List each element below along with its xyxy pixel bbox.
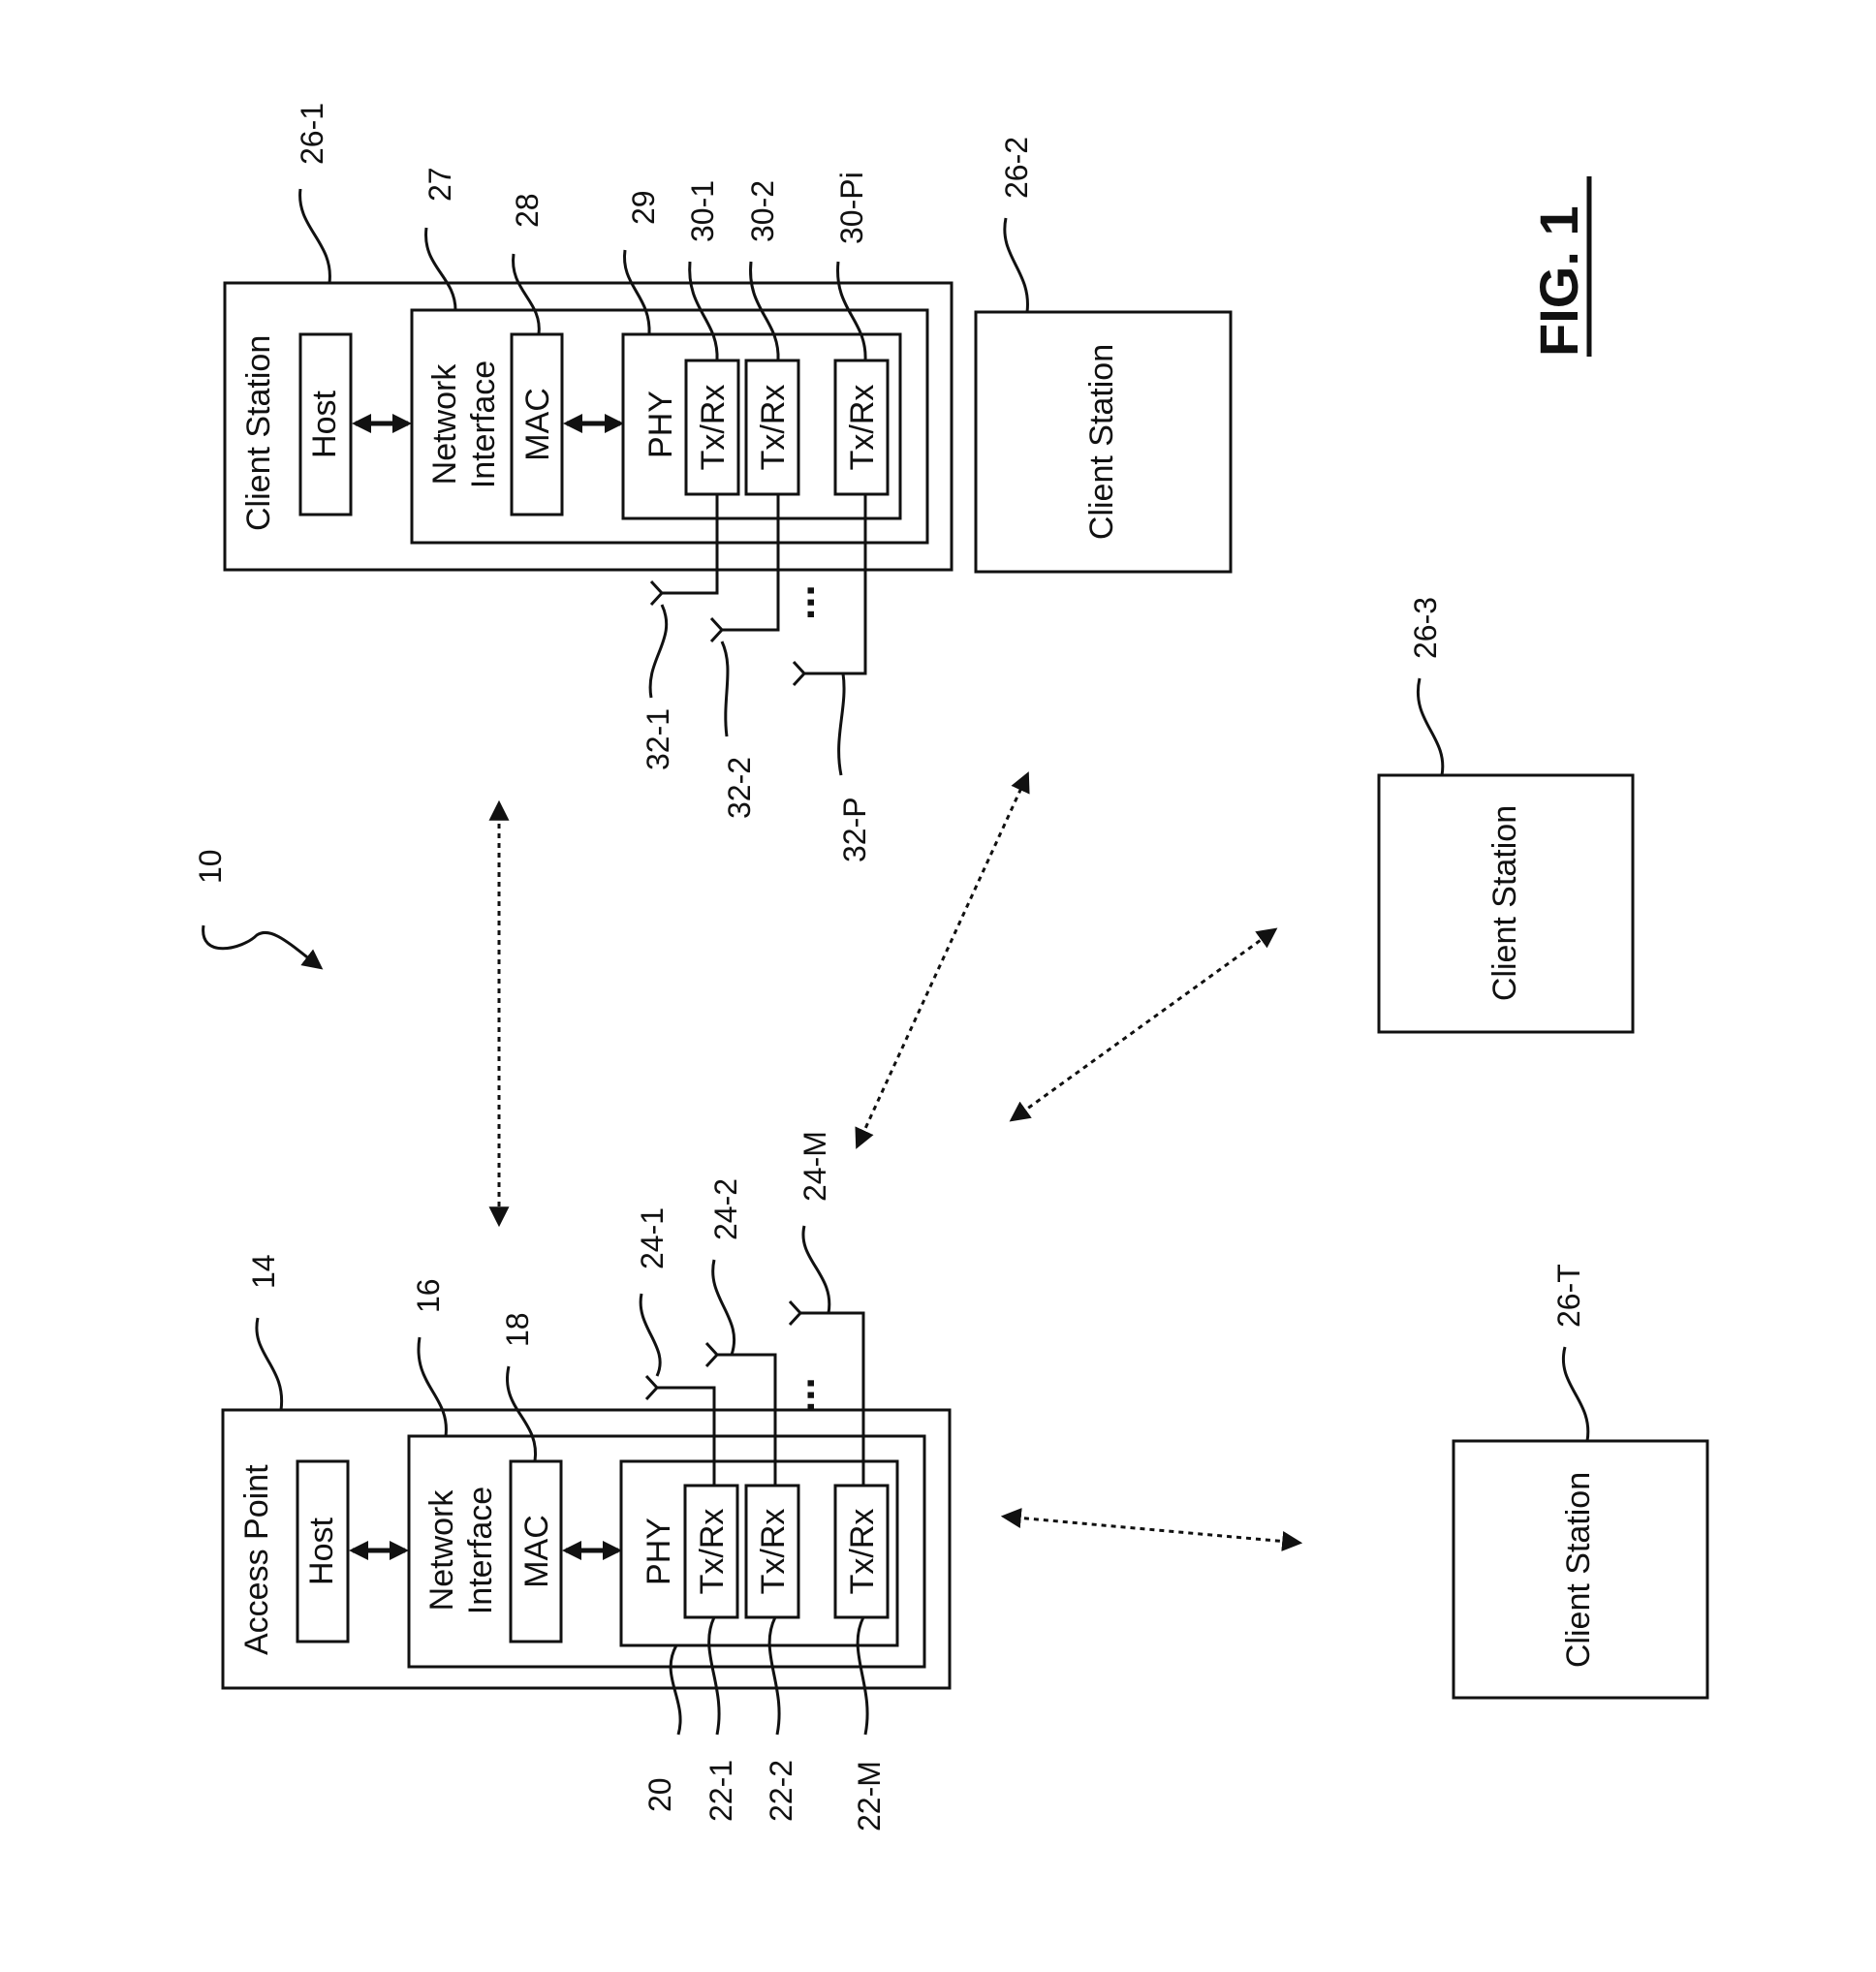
ref-28: 28 xyxy=(510,193,545,228)
leader-18 xyxy=(507,1366,535,1461)
ref-29: 29 xyxy=(626,190,661,225)
leader-32-2 xyxy=(722,642,728,736)
client-station-1-network-interface-line2: Interface xyxy=(465,360,502,488)
client-station-26-t: Client Station 26-T xyxy=(1454,1264,1707,1698)
ref-26-3: 26-3 xyxy=(1408,597,1443,659)
client-station-1-antenna-2-wire xyxy=(722,494,778,630)
ref-30-1: 30-1 xyxy=(685,180,720,242)
client-station-1-antenna-1-icon xyxy=(651,581,662,605)
leader-16 xyxy=(419,1337,446,1436)
client-station-1-reference-labels: 26-1 27 28 29 30-1 30-2 30-Pi 32-1 32-2 … xyxy=(295,103,872,862)
client-station-1-network-interface-line1: Network xyxy=(426,363,463,485)
client-station-1-txrx-1-label: Tx/Rx xyxy=(695,385,732,471)
leader-26-t xyxy=(1563,1347,1587,1441)
ref-32-p: 32-P xyxy=(837,797,872,862)
link-ap-to-client-t xyxy=(1005,1517,1298,1543)
ref-27: 27 xyxy=(422,167,457,202)
ref-30-pi: 30-Pi xyxy=(834,172,869,244)
leader-22-2 xyxy=(769,1617,779,1735)
ref-24-m: 24-M xyxy=(797,1131,832,1202)
client-station-2-label: Client Station xyxy=(1083,344,1120,540)
ref-10: 10 xyxy=(193,849,228,884)
client-station-1-antenna-p-wire xyxy=(804,494,865,673)
ref-14: 14 xyxy=(246,1254,281,1289)
access-point-title: Access Point xyxy=(238,1464,275,1655)
ref-32-1: 32-1 xyxy=(641,708,675,770)
access-point-network-interface-line2: Interface xyxy=(462,1487,499,1614)
leader-24-1 xyxy=(641,1294,660,1376)
ref-30-2: 30-2 xyxy=(745,180,780,242)
ref-22-2: 22-2 xyxy=(764,1760,798,1822)
ref-24-1: 24-1 xyxy=(635,1207,670,1269)
access-point-antenna-m-icon xyxy=(790,1301,800,1325)
client-station-1-antenna-ellipsis: ... xyxy=(776,584,824,620)
link-ap-to-client-2 xyxy=(858,775,1027,1145)
leader-26-3 xyxy=(1418,678,1442,775)
leader-10 xyxy=(203,925,320,967)
client-station-1-txrx-p-label: Tx/Rx xyxy=(844,385,881,471)
access-point-phy-label: PHY xyxy=(641,1518,677,1585)
access-point-mac-label: MAC xyxy=(518,1515,555,1588)
client-station-1-antenna-p-icon xyxy=(794,662,804,685)
client-station-26-2: Client Station 26-2 xyxy=(976,137,1231,572)
client-station-26-3: Client Station 26-3 xyxy=(1379,597,1633,1032)
leader-29 xyxy=(624,250,649,334)
ref-24-2: 24-2 xyxy=(708,1178,743,1240)
ref-26-t: 26-T xyxy=(1551,1264,1586,1328)
client-station-1-phy-label: PHY xyxy=(642,391,679,458)
leader-22-1 xyxy=(709,1617,719,1735)
access-point-host-label: Host xyxy=(303,1517,340,1584)
access-point-antenna-ellipsis: ... xyxy=(776,1377,824,1413)
leader-32-1 xyxy=(650,605,667,698)
access-point-txrx-2-label: Tx/Rx xyxy=(755,1509,792,1595)
access-point-txrx-m-label: Tx/Rx xyxy=(844,1509,881,1595)
ref-26-1: 26-1 xyxy=(295,103,329,165)
leader-32-p xyxy=(839,673,844,775)
client-station-1-title: Client Station xyxy=(240,335,277,531)
access-point-network-interface-line1: Network xyxy=(423,1489,460,1612)
client-station-3-label: Client Station xyxy=(1486,805,1523,1001)
access-point-txrx-1-label: Tx/Rx xyxy=(694,1509,731,1595)
system-reference: 10 xyxy=(193,849,320,967)
ref-32-2: 32-2 xyxy=(722,757,757,819)
wireless-links xyxy=(499,775,1298,1543)
client-station-t-label: Client Station xyxy=(1560,1472,1597,1668)
leader-28 xyxy=(514,254,540,334)
leader-14 xyxy=(257,1318,282,1410)
ref-20: 20 xyxy=(642,1777,677,1812)
access-point-antenna-2-wire xyxy=(717,1355,775,1486)
leader-26-1 xyxy=(300,189,330,283)
leader-24-m xyxy=(803,1226,829,1313)
leader-22-m xyxy=(858,1617,867,1735)
client-station-1-host-label: Host xyxy=(306,390,343,457)
client-station-1-txrx-2-label: Tx/Rx xyxy=(755,385,792,471)
client-station-1-antenna-2-icon xyxy=(711,618,722,642)
figure-label: FIG. 1 xyxy=(1528,205,1589,357)
ref-18: 18 xyxy=(500,1312,535,1347)
leader-27 xyxy=(426,228,455,310)
figure-label-group: FIG. 1 xyxy=(1528,176,1589,357)
client-station-1-mac-label: MAC xyxy=(519,388,556,461)
ref-22-m: 22-M xyxy=(852,1761,887,1831)
ref-16: 16 xyxy=(411,1278,446,1313)
link-ap-to-client-3 xyxy=(1013,930,1274,1119)
leader-26-2 xyxy=(1005,218,1028,312)
leader-24-2 xyxy=(713,1260,735,1355)
leader-20 xyxy=(671,1645,680,1735)
ref-22-1: 22-1 xyxy=(704,1760,738,1822)
access-point-antenna-2-icon xyxy=(706,1343,717,1366)
access-point-14: Access Point Host Network Interface MAC … xyxy=(223,1301,950,1688)
access-point-antenna-1-icon xyxy=(646,1376,657,1399)
ref-26-2: 26-2 xyxy=(999,137,1034,199)
access-point-reference-labels: 14 16 18 24-1 24-2 24-M 20 22-1 22-2 22-… xyxy=(246,1131,887,1831)
client-station-26-1: Client Station Host Network Interface MA… xyxy=(225,283,952,685)
